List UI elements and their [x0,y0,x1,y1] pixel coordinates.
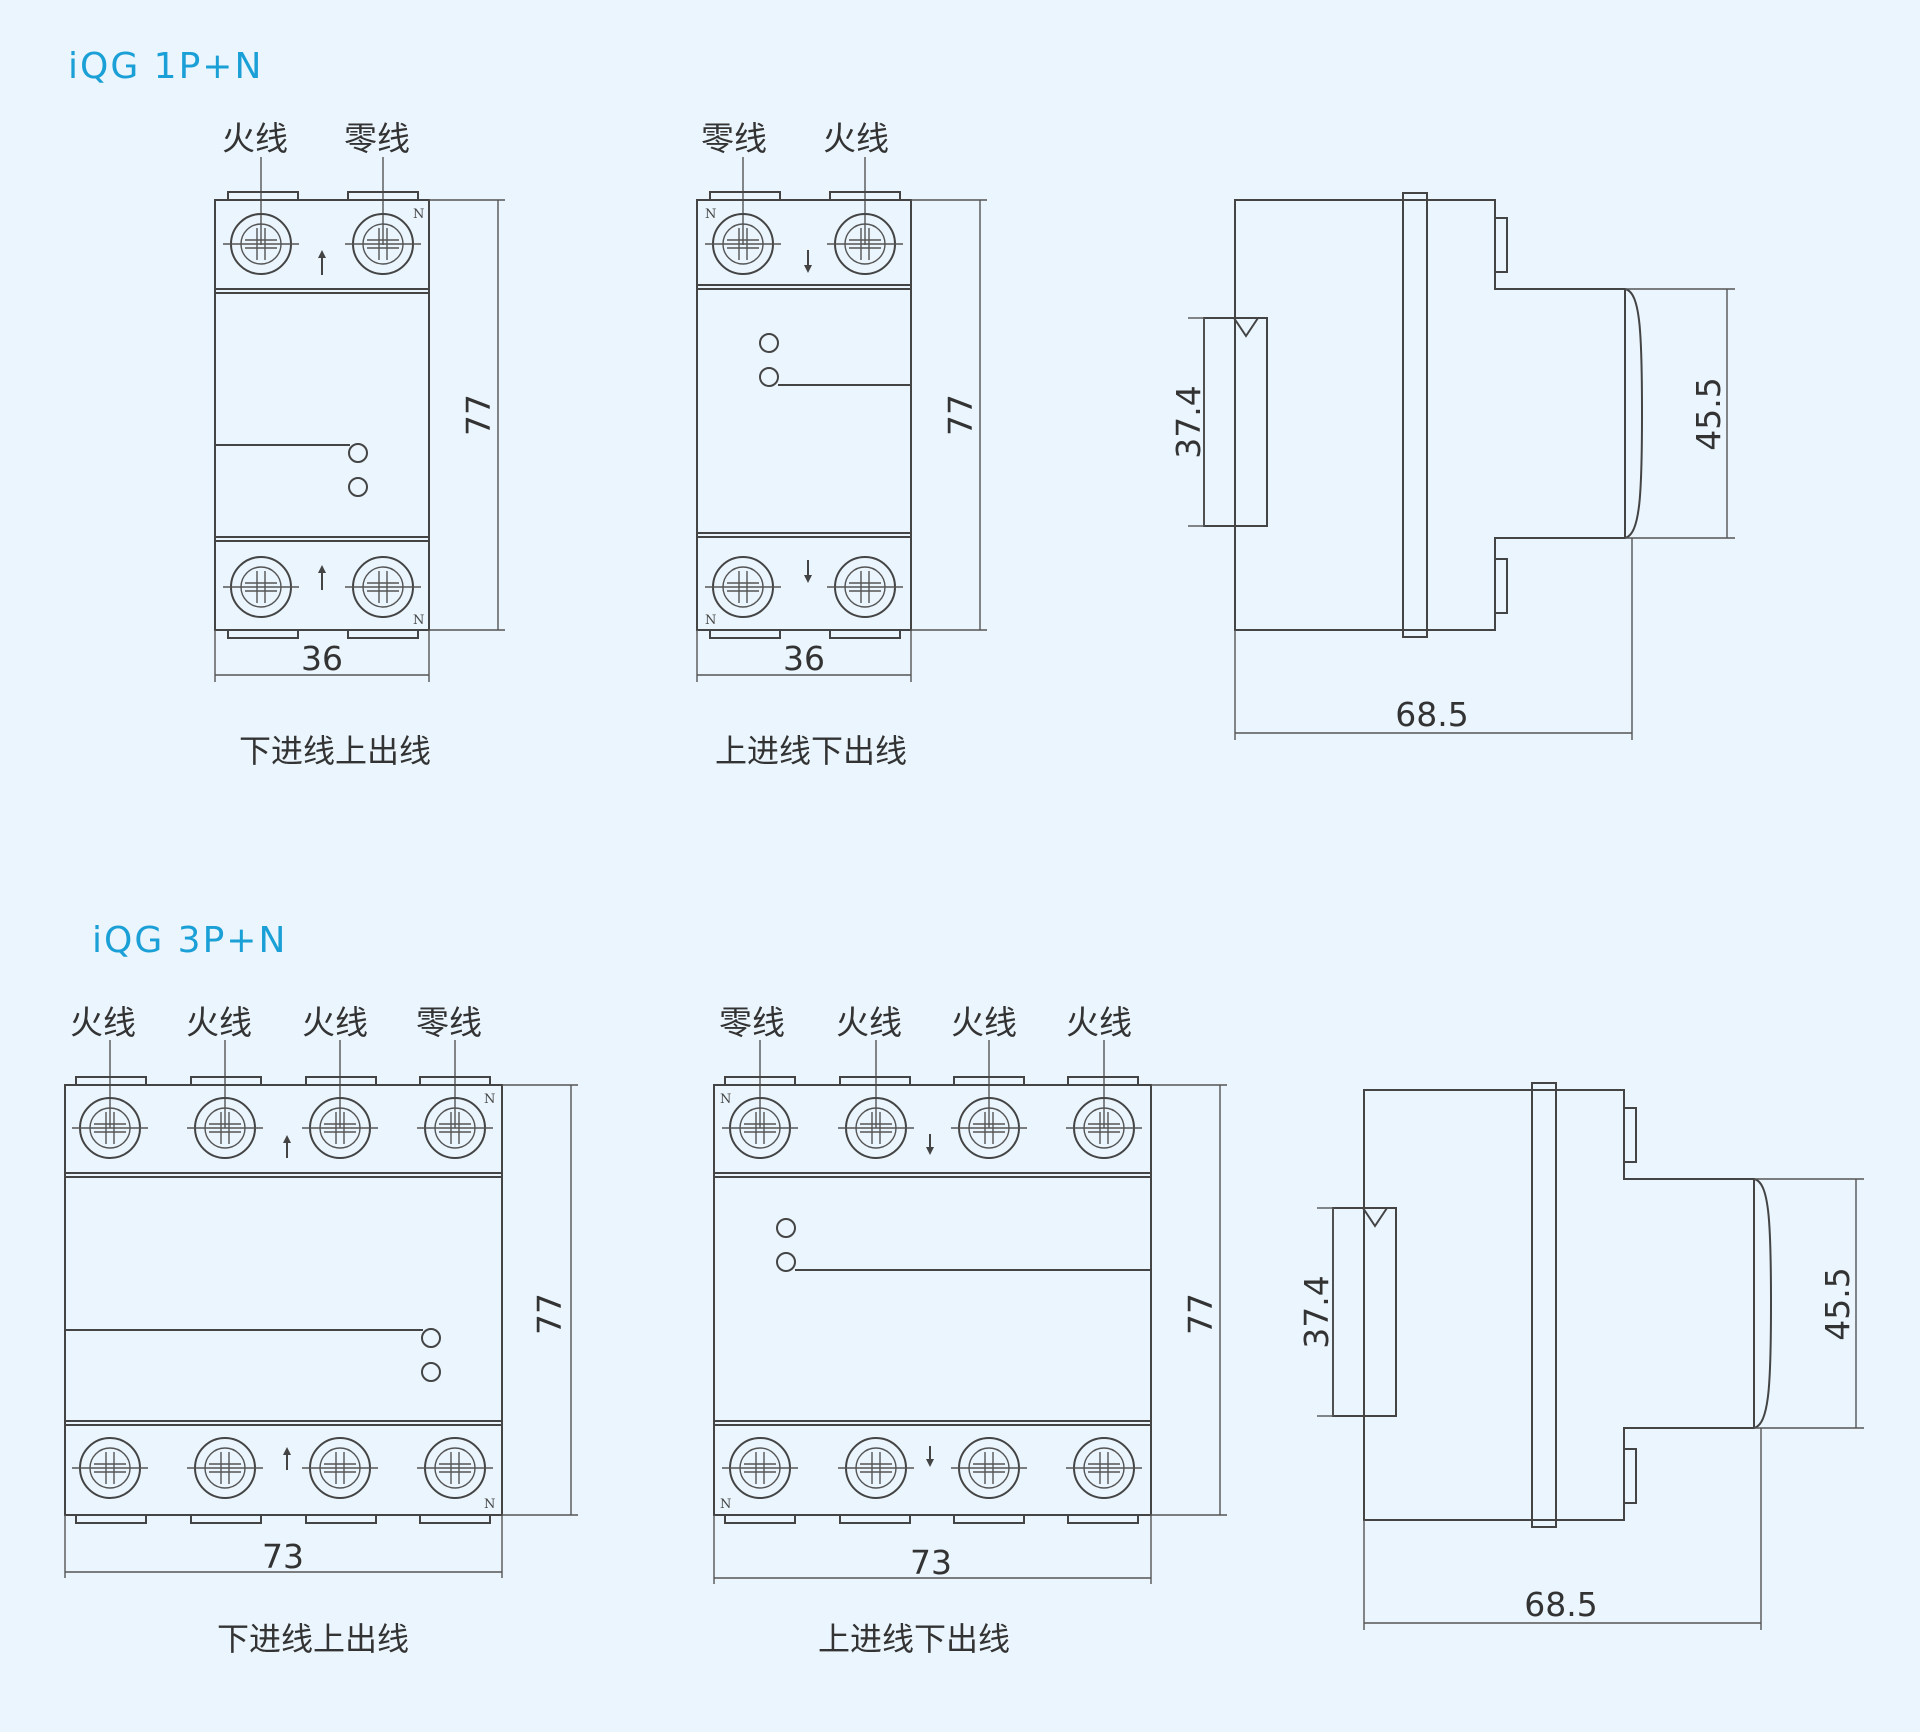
front-height-dimension: 45.5 [1818,1267,1857,1340]
terminal-screw [187,1097,263,1159]
section-title-3p-n: iQG 3P+N [92,920,287,961]
wiring-caption: 下进线上出线 [239,732,431,770]
height-dimension: 77 [530,1293,569,1335]
wire-label: 零线 [416,1003,482,1042]
terminal-screw [345,556,421,618]
flow-arrow-up-icon [318,565,326,590]
height-dimension: 77 [459,394,498,436]
terminal-screw [223,213,299,275]
terminal-screw [345,213,421,275]
depth-dimension: 68.5 [1524,1585,1597,1624]
width-dimension: 73 [910,1543,952,1582]
section-title-1p-n: iQG 1P+N [68,46,263,87]
front-view-3p-n-top-in: 零线 火线 火线 火线 N N [713,1003,1227,1658]
wire-label: 零线 [344,119,410,158]
neutral-mark: N [413,613,424,628]
terminal-screw [705,213,781,275]
terminal-screw [1066,1097,1142,1159]
front-height-dimension: 45.5 [1689,377,1728,450]
terminal-screw [951,1437,1027,1499]
wire-label: 零线 [719,1003,785,1042]
flow-arrow-down-icon [926,1446,934,1467]
neutral-mark: N [705,207,716,222]
rail-height-dimension: 37.4 [1169,385,1208,458]
wiring-caption: 上进线下出线 [715,732,907,770]
depth-dimension: 68.5 [1395,695,1468,734]
width-dimension: 36 [783,639,825,678]
wire-label: 火线 [951,1003,1017,1042]
width-dimension: 73 [262,1537,304,1576]
terminal-screw [1066,1437,1142,1499]
flow-arrow-up-icon [318,250,326,275]
height-dimension: 77 [1181,1293,1220,1335]
rail-height-dimension: 37.4 [1297,1275,1336,1348]
flow-arrow-down-icon [804,250,812,273]
terminal-screw [705,556,781,618]
terminal-screw [223,556,299,618]
flow-arrow-down-icon [926,1134,934,1155]
wire-label: 零线 [701,119,767,158]
flow-arrow-down-icon [804,560,812,583]
width-dimension: 36 [301,639,343,678]
neutral-mark: N [484,1497,495,1512]
front-view-1p-n-bottom-in: 火线 零线 N N 36 77 下进线上出线 [214,119,505,770]
neutral-mark: N [720,1497,731,1512]
terminal-screw [722,1097,798,1159]
flow-arrow-up-icon [283,1135,291,1158]
terminal-screw [838,1097,914,1159]
terminal-screw [187,1437,263,1499]
terminal-screw [722,1437,798,1499]
terminal-screw [417,1097,493,1159]
neutral-mark: N [705,613,716,628]
wire-label: 火线 [302,1003,368,1042]
terminal-screw [827,556,903,618]
side-view-1p-n: 37.4 45.5 68.5 [1169,192,1735,740]
terminal-screw [72,1437,148,1499]
neutral-mark: N [720,1092,731,1107]
wire-label: 火线 [222,119,288,158]
terminal-screw [951,1097,1027,1159]
front-view-3p-n-bottom-in: 火线 火线 火线 零线 N N [64,1003,578,1658]
wire-label: 火线 [70,1003,136,1042]
terminal-screw [838,1437,914,1499]
side-view-3p-n: 37.4 45.5 68.5 [1297,1082,1864,1630]
neutral-mark: N [413,207,424,222]
terminal-screw [302,1097,378,1159]
wiring-caption: 上进线下出线 [818,1620,1010,1658]
terminal-screw [302,1437,378,1499]
wire-label: 火线 [836,1003,902,1042]
terminal-screw [417,1437,493,1499]
wire-label: 火线 [1066,1003,1132,1042]
wire-label: 火线 [186,1003,252,1042]
terminal-screw [827,213,903,275]
neutral-mark: N [484,1092,495,1107]
front-view-1p-n-top-in: 零线 火线 N N 36 77 上进线下出线 [696,119,987,770]
height-dimension: 77 [941,394,980,436]
wiring-caption: 下进线上出线 [217,1620,409,1658]
flow-arrow-up-icon [283,1447,291,1470]
terminal-screw [72,1097,148,1159]
wire-label: 火线 [823,119,889,158]
